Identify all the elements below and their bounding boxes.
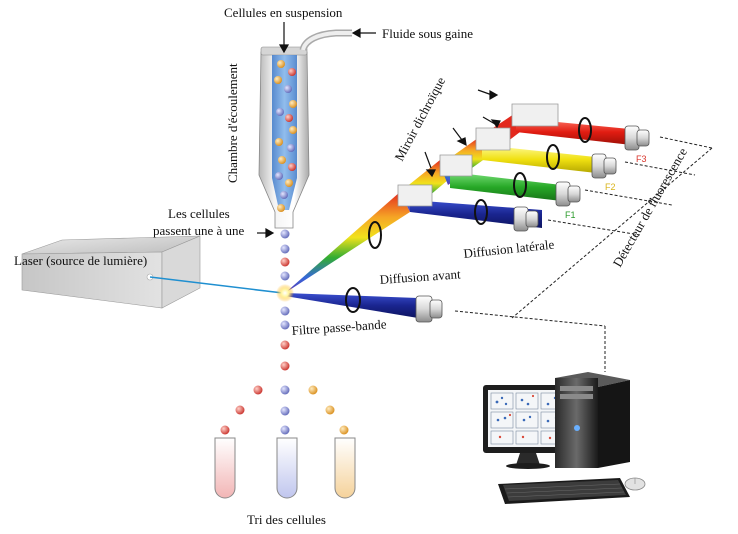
label-fluorescence-detector: Détecteur de fluorescence [610,145,691,270]
label-bandpass-filter: Filtre passe-bande [291,316,387,338]
detector-lens [415,125,650,323]
label-cells-suspension: Cellules en suspension [224,5,343,20]
keyboard-icon [498,478,630,504]
label-side-scatter: Diffusion latérale [463,237,555,261]
flow-chamber [258,29,352,229]
label-cells-one-by-one-2: passent une à une [153,223,245,238]
label-f3: F3 [636,154,647,164]
laser-box [21,235,201,309]
label-arrows [257,22,376,239]
computer-monitor [483,385,573,469]
label-f1: F1 [565,210,576,220]
bandpass-filter-rings [345,117,592,313]
label-laser: Laser (source de lumière) [14,253,147,268]
detector-connector-lines [454,136,713,372]
label-cells-one-by-one-1: Les cellules [168,206,230,221]
computer [483,372,646,504]
label-flow-chamber: Chambre d'écoulement [225,63,240,183]
computer-tower [555,372,630,468]
mouse-icon [624,477,646,491]
label-dichroic-mirror: Miroir dichroïque [391,74,448,163]
f2-beam [482,145,605,174]
label-f2: F2 [605,182,616,192]
f1-beam [450,172,570,202]
forward-scatter-beam [285,293,418,318]
label-cell-sorting: Tri des cellules [247,512,326,527]
label-forward-scatter: Diffusion avant [379,266,461,287]
mirror-arrows [424,89,501,178]
stream-cells [220,229,349,435]
label-sheath-fluid: Fluide sous gaine [382,26,473,41]
chamber-cells [274,60,297,212]
laser-intersection-spark [276,284,294,302]
test-tube [214,437,356,499]
laser-beam [149,276,284,294]
dichroic-mirror [397,103,559,207]
